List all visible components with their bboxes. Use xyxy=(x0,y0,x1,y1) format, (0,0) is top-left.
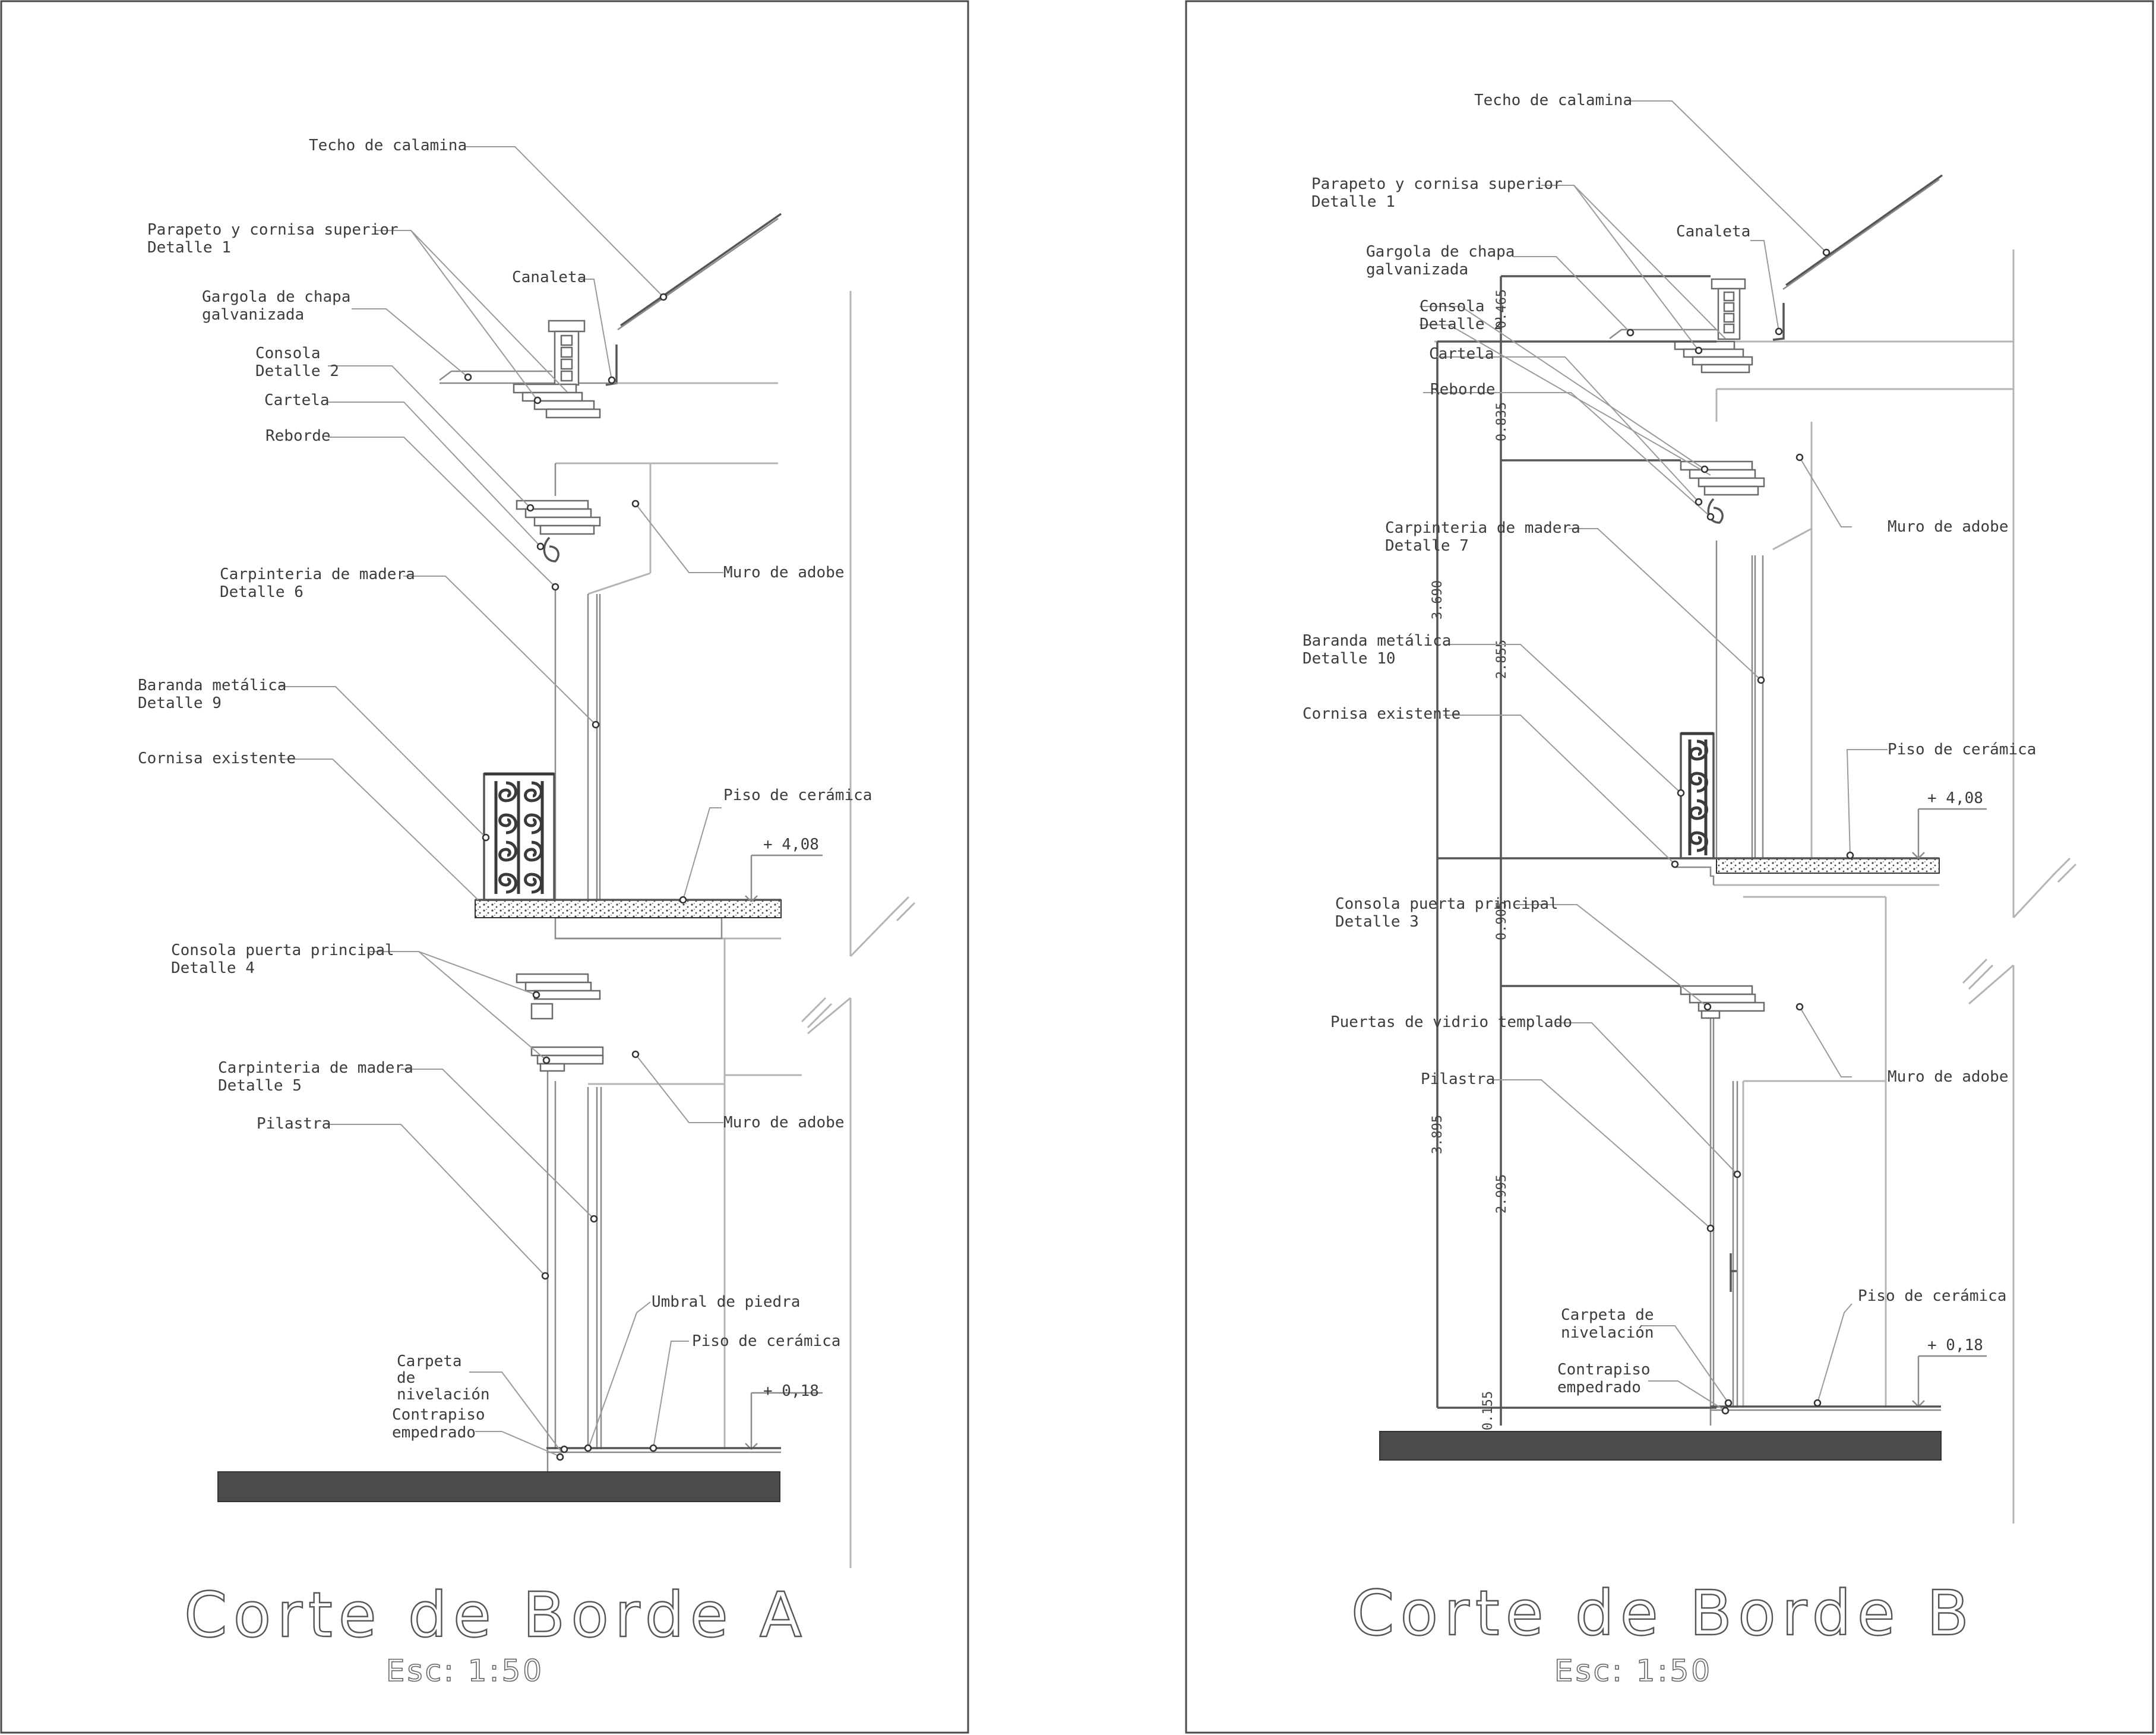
label-carpeta-3: nivelación xyxy=(397,1386,490,1404)
panel-b-dimensions: 0.465 0.835 3.690 2.855 0.905 3.895 2.99… xyxy=(1430,275,1716,1430)
label-parapeto-detalle: Detalle 1 xyxy=(147,239,231,257)
label-piso-inf-b: Piso de cerámica xyxy=(1858,1287,2006,1305)
label-baranda-detalle: Detalle 9 xyxy=(138,694,222,712)
dim-0155: 0.155 xyxy=(1481,1391,1496,1430)
label-parapeto: Parapeto y cornisa superior xyxy=(147,221,399,239)
dim-3690: 3.690 xyxy=(1430,580,1445,620)
panel-a-balcony xyxy=(475,772,782,918)
panel-b-labels: Techo de calamina Parapeto y cornisa sup… xyxy=(1303,91,2036,1396)
label-carp-sup-b-detalle: Detalle 7 xyxy=(1385,537,1469,555)
label-carp-sup-detalle: Detalle 6 xyxy=(220,583,304,601)
panel-b-parapet xyxy=(1674,278,1765,1019)
label-muro-inf: Muro de adobe xyxy=(723,1114,845,1132)
label-gargola-2: galvanizada xyxy=(202,306,304,324)
label-canaleta-b: Canaleta xyxy=(1676,223,1750,241)
panel-b-ground xyxy=(1379,1405,1942,1461)
panel-a-labels: Techo de calamina Parapeto y cornisa sup… xyxy=(138,137,872,1442)
label-parapeto-b-detalle: Detalle 1 xyxy=(1311,193,1395,211)
label-baranda: Baranda metálica xyxy=(138,677,286,694)
label-pilastra: Pilastra xyxy=(257,1115,331,1133)
dim-0905: 0.905 xyxy=(1494,901,1509,940)
panel-a-scale: Esc: 1:50 xyxy=(386,1654,544,1688)
label-consola-b: Consola xyxy=(1420,298,1485,315)
label-carpeta-b: Carpeta de xyxy=(1561,1306,1654,1324)
panel-b-scale: Esc: 1:50 xyxy=(1554,1654,1712,1688)
label-cornisa: Cornisa existente xyxy=(138,750,296,767)
label-carpeta-2: de xyxy=(397,1369,415,1387)
panel-b-title: Corte de Borde B xyxy=(1351,1577,1975,1649)
label-gargola-b-2: galvanizada xyxy=(1366,261,1468,279)
label-piso-sup: Piso de cerámica xyxy=(723,786,872,804)
panel-b-dots xyxy=(1626,248,1854,1415)
panel-a-leaders xyxy=(279,146,723,1458)
panel-b-balcony xyxy=(1437,732,1940,874)
label-cornisa-b: Cornisa existente xyxy=(1303,705,1460,723)
panel-b-leaders xyxy=(1420,100,1888,1411)
label-consola-pp: Consola puerta principal xyxy=(171,941,394,959)
label-puertas-b: Puertas de vidrio templado xyxy=(1330,1013,1572,1031)
label-parapeto-b: Parapeto y cornisa superior xyxy=(1311,175,1563,193)
label-consola-detalle: Detalle 2 xyxy=(255,362,339,380)
label-piso-inf: Piso de cerámica xyxy=(692,1332,840,1350)
label-piso-sup-b: Piso de cerámica xyxy=(1888,741,2036,759)
label-muro-sup: Muro de adobe xyxy=(723,564,845,582)
panel-a-title: Corte de Borde A xyxy=(184,1579,808,1651)
label-carpeta-b-2: nivelación xyxy=(1561,1324,1654,1342)
label-consola-pp-b: Consola puerta principal xyxy=(1335,895,1558,913)
label-carp-inf: Carpinteria de madera xyxy=(218,1059,413,1077)
label-cartela: Cartela xyxy=(264,391,330,409)
panel-b: 0.465 0.835 3.690 2.855 0.905 3.895 2.99… xyxy=(1185,0,2154,1734)
label-carp-sup: Carpinteria de madera xyxy=(220,565,415,583)
dim-0465: 0.465 xyxy=(1494,289,1509,328)
label-muro-sup-b: Muro de adobe xyxy=(1888,518,2009,536)
label-techo: Techo de calamina xyxy=(309,137,467,154)
label-canaleta: Canaleta xyxy=(512,268,586,286)
dim-3895: 3.895 xyxy=(1430,1115,1445,1154)
label-gargola-b: Gargola de chapa xyxy=(1366,243,1515,261)
level-inf: + 0,18 xyxy=(763,1382,819,1400)
label-consola: Consola xyxy=(255,345,321,362)
label-gargola: Gargola de chapa xyxy=(202,288,350,306)
dim-2855: 2.855 xyxy=(1494,640,1509,679)
panel-a-structure xyxy=(546,291,916,1568)
dim-0835: 0.835 xyxy=(1494,402,1509,441)
label-contrapiso-2: empedrado xyxy=(392,1424,476,1442)
label-contrapiso-b-2: empedrado xyxy=(1557,1379,1641,1396)
panel-a-levels xyxy=(745,854,823,1450)
label-carp-sup-b: Carpinteria de madera xyxy=(1385,519,1580,537)
panel-b-roof xyxy=(1609,174,1943,341)
label-consola-pp-detalle: Detalle 4 xyxy=(171,959,255,977)
level-inf-b: + 0,18 xyxy=(1927,1336,1983,1354)
label-carp-inf-detalle: Detalle 5 xyxy=(218,1077,302,1095)
label-consola-b-detalle: Detalle 2 xyxy=(1420,315,1503,333)
label-techo-b: Techo de calamina xyxy=(1474,91,1632,109)
label-contrapiso-b: Contrapiso xyxy=(1557,1361,1651,1379)
label-reborde-b: Reborde xyxy=(1430,381,1496,399)
label-baranda-b-detalle: Detalle 10 xyxy=(1303,650,1396,668)
level-sup-b: + 4,08 xyxy=(1927,789,1983,807)
label-consola-pp-b-detalle: Detalle 3 xyxy=(1335,913,1419,931)
label-umbral: Umbral de piedra xyxy=(652,1293,800,1311)
label-reborde: Reborde xyxy=(265,427,331,445)
label-cartela-b: Cartela xyxy=(1429,345,1494,363)
label-pilastra-b: Pilastra xyxy=(1421,1070,1495,1088)
panel-a: Techo de calamina Parapeto y cornisa sup… xyxy=(0,0,969,1734)
panel-b-structure xyxy=(1434,249,2077,1524)
panel-a-roof xyxy=(439,213,782,386)
panel-b-frame xyxy=(1185,0,2154,1734)
dim-2995: 2.995 xyxy=(1494,1174,1509,1213)
panel-a-ground xyxy=(217,1447,781,1502)
level-sup: + 4,08 xyxy=(763,836,819,854)
panel-a-dots xyxy=(464,293,687,1461)
label-muro-inf-b: Muro de adobe xyxy=(1888,1068,2009,1086)
label-contrapiso: Contrapiso xyxy=(392,1406,485,1424)
label-baranda-b: Baranda metálica xyxy=(1303,632,1451,650)
label-carpeta: Carpeta xyxy=(397,1352,462,1370)
